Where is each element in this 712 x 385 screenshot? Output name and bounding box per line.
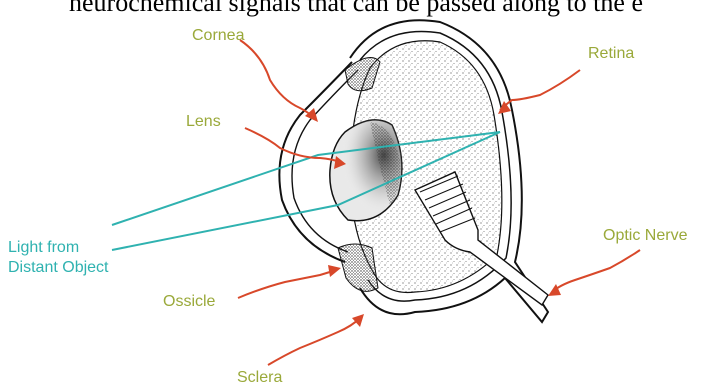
label-optic-nerve: Optic Nerve xyxy=(603,227,688,244)
label-retina: Retina xyxy=(588,45,634,62)
ossicle-lower xyxy=(338,244,378,291)
sclera-arrowhead xyxy=(352,314,364,327)
label-light-line2: Distant Object xyxy=(8,259,109,276)
label-cornea: Cornea xyxy=(192,27,245,44)
optic-nerve-arrowhead xyxy=(548,284,561,296)
cornea-arrowhead xyxy=(305,108,318,122)
label-lens: Lens xyxy=(186,113,221,130)
ossicle-arrow xyxy=(238,270,336,298)
optic-nerve-arrow xyxy=(552,250,640,292)
lens-arrow xyxy=(245,128,340,162)
sclera-arrow xyxy=(268,318,360,365)
cornea-arrow xyxy=(240,40,314,118)
label-light-line1: Light from xyxy=(8,239,79,256)
retina-arrow xyxy=(500,70,580,110)
ossicle-arrowhead xyxy=(328,265,341,277)
label-ossicle: Ossicle xyxy=(163,293,216,310)
label-sclera: Sclera xyxy=(237,369,282,385)
